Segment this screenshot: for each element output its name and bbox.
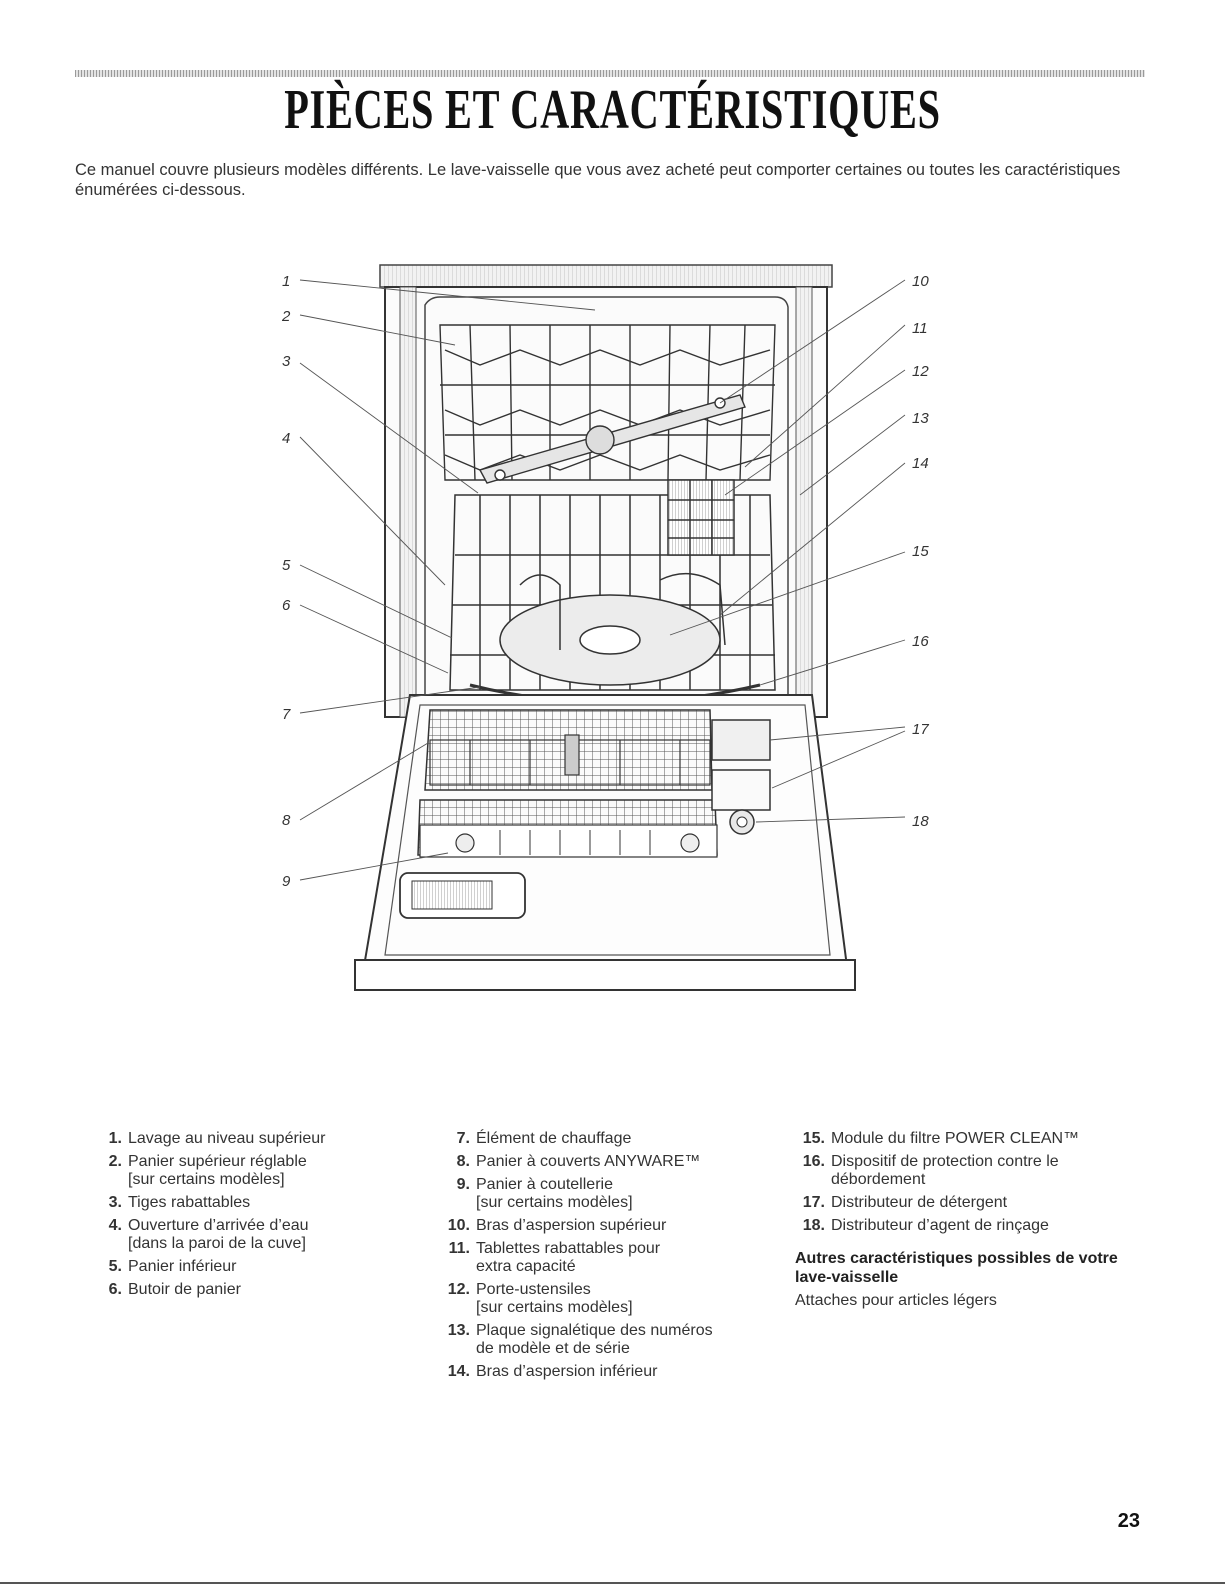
list-item: 7.Élément de chauffage [456, 1130, 632, 1147]
dishwasher-diagram: 1 2 3 4 5 6 7 8 9 10 11 12 13 14 15 16 1… [0, 255, 1225, 1015]
callout-4: 4 [282, 430, 291, 447]
list-item: 3.Tiges rabattables [108, 1194, 251, 1211]
parts-column-1: 1.Lavage au niveau supérieur 2.Panier su… [92, 1130, 412, 1304]
callout-11: 11 [912, 320, 928, 337]
top-rule [75, 70, 1145, 77]
list-item: 10.Bras d’aspersion supérieur [447, 1217, 667, 1234]
parts-column-3: 15.Module du filtre POWER CLEAN™ 16.Disp… [795, 1130, 1135, 1310]
other-features-heading: Autres caractéristiques possibles de vot… [795, 1250, 1118, 1286]
callout-7: 7 [282, 706, 291, 723]
list-item: 6.Butoir de panier [108, 1281, 241, 1298]
parts-list-2: 7.Élément de chauffage 8.Panier à couver… [440, 1130, 780, 1381]
list-item: 1.Lavage au niveau supérieur [108, 1130, 326, 1147]
callout-16: 16 [912, 633, 929, 650]
bottom-rule [0, 1582, 1225, 1584]
page-title: PIÈCES ET CARACTÉRISTIQUES [284, 79, 941, 141]
parts-column-2: 7.Élément de chauffage 8.Panier à couver… [440, 1130, 780, 1386]
list-item: 17.Distributeur de détergent [802, 1194, 1008, 1211]
callout-9: 9 [282, 873, 291, 890]
list-item: 9.Panier à coutellerie[sur certains modè… [456, 1176, 633, 1211]
callout-14: 14 [912, 455, 929, 472]
callout-5: 5 [282, 557, 291, 574]
callout-2: 2 [282, 308, 291, 325]
list-item: 2.Panier supérieur réglable[sur certains… [108, 1153, 307, 1188]
callout-8: 8 [282, 812, 291, 829]
intro-paragraph: Ce manuel couvre plusieurs modèles diffé… [75, 161, 1121, 199]
callout-1: 1 [282, 273, 291, 290]
callout-3: 3 [282, 353, 291, 370]
other-features-text: Attaches pour articles légers [795, 1292, 997, 1309]
list-item: 15.Module du filtre POWER CLEAN™ [802, 1130, 1080, 1147]
callout-18: 18 [912, 813, 929, 830]
callout-13: 13 [912, 410, 929, 427]
callout-12: 12 [912, 363, 929, 380]
parts-list-3: 15.Module du filtre POWER CLEAN™ 16.Disp… [795, 1130, 1135, 1235]
dishwasher-illustration [299, 264, 906, 991]
list-item: 8.Panier à couverts ANYWARE™ [456, 1153, 701, 1170]
callout-6: 6 [282, 597, 291, 614]
callout-10: 10 [912, 273, 929, 290]
list-item: 18.Distributeur d’agent de rinçage [802, 1217, 1049, 1234]
list-item: 12.Porte-ustensiles[sur certains modèles… [447, 1281, 633, 1316]
list-item: 5.Panier inférieur [108, 1258, 237, 1275]
callout-17: 17 [912, 721, 929, 738]
list-item: 14.Bras d’aspersion inférieur [447, 1363, 658, 1380]
list-item: 4.Ouverture d’arrivée d’eau[dans la paro… [108, 1217, 309, 1252]
parts-list-1: 1.Lavage au niveau supérieur 2.Panier su… [92, 1130, 412, 1299]
callout-15: 15 [912, 543, 929, 560]
page-number: 23 [1117, 1510, 1140, 1532]
